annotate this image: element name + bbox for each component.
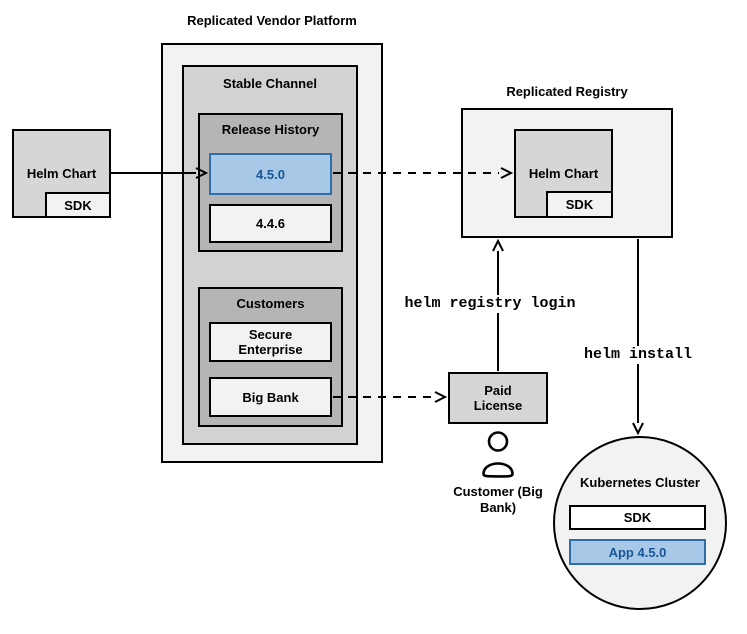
release-446-label: 4.4.6 (256, 216, 285, 231)
customer-person-icon (479, 430, 517, 483)
registry-title: Replicated Registry (506, 84, 628, 99)
cluster-sdk-label: SDK (623, 510, 652, 525)
paid-license-label: Paid License (473, 383, 523, 413)
vendor-helm-chart-label: Helm Chart (26, 166, 97, 181)
vendor-platform-title: Replicated Vendor Platform (187, 13, 357, 28)
release-450-box: 4.5.0 (209, 153, 332, 195)
helm-registry-login-command: helm registry login (399, 295, 581, 313)
release-450-label: 4.5.0 (256, 166, 285, 182)
registry-sdk-label: SDK (565, 197, 594, 212)
customer-secure-enterprise-label: Secure Enterprise (238, 327, 303, 357)
release-446-box: 4.4.6 (209, 204, 332, 243)
paid-license-box: Paid License (448, 372, 548, 424)
release-history-title: Release History (221, 122, 320, 137)
customers-title: Customers (236, 296, 305, 311)
registry-sdk-box: SDK (546, 191, 613, 218)
customer-caption: Customer (Big Bank) (453, 484, 543, 515)
customer-secure-enterprise-box: Secure Enterprise (209, 322, 332, 362)
customer-big-bank-box: Big Bank (209, 377, 332, 417)
registry-helm-chart-label: Helm Chart (528, 166, 599, 181)
vendor-sdk-label: SDK (64, 197, 92, 213)
stable-channel-title: Stable Channel (223, 76, 317, 91)
cluster-app-box: App 4.5.0 (569, 539, 706, 565)
kubernetes-cluster-title: Kubernetes Cluster (580, 475, 700, 490)
cluster-sdk-box: SDK (569, 505, 706, 530)
customer-big-bank-label: Big Bank (242, 389, 299, 405)
vendor-sdk-box: SDK (45, 192, 111, 218)
helm-install-command: helm install (577, 346, 699, 364)
cluster-app-label: App 4.5.0 (608, 544, 667, 560)
arrow-registry-to-cluster (632, 239, 644, 436)
